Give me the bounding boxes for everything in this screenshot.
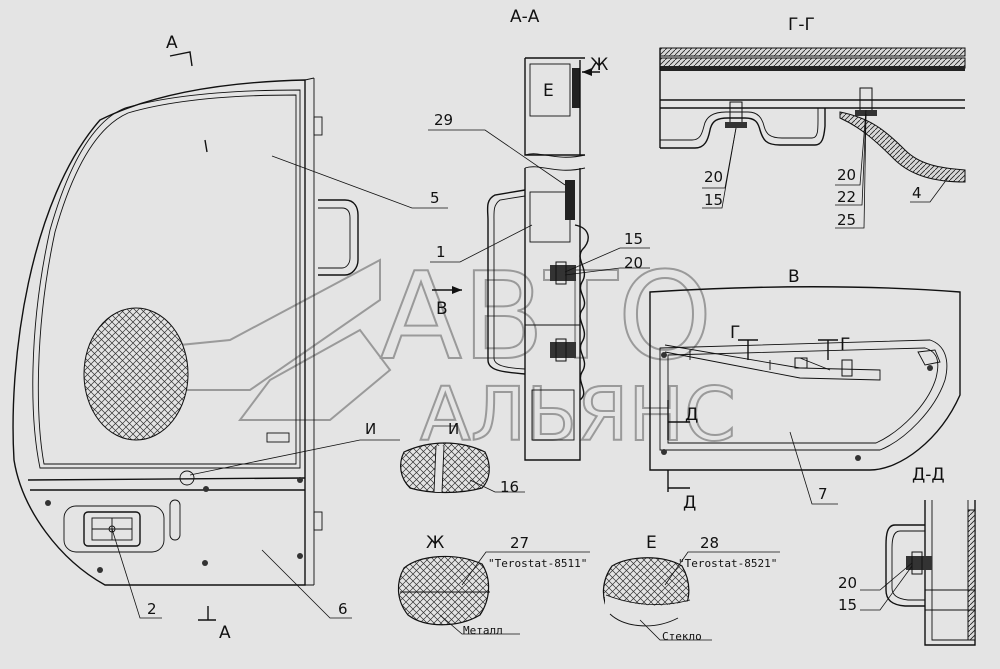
callout-2: 2 [147,600,157,618]
note-terostat-8521: "Terostat-8521" [678,557,777,570]
note-metal: Металл [463,624,503,637]
note-glass: Стекло [662,630,702,643]
callout-16: 16 [500,478,519,496]
door-front-view [12,51,359,621]
watermark: АВТО АЛЬЯНС [137,247,737,459]
label-zh-section: Ж [590,55,608,75]
callout-29: 29 [434,111,453,129]
callout-25-gg-right: 25 [837,211,856,229]
detail-e [602,557,692,640]
section-aa [432,57,600,461]
label-d-right: Д [683,493,696,513]
callout-7: 7 [818,485,828,503]
label-zh-detail: Ж [426,533,444,553]
view-b [649,286,961,492]
label-g-left: Г [730,323,740,343]
callout-28: 28 [700,534,719,552]
label-i-right: И [448,420,459,438]
section-aa-title: А-А [510,7,540,27]
callout-20-aa: 20 [624,254,643,272]
section-gg-title: Г-Г [788,15,815,35]
detail-zh [397,555,490,626]
section-a-top-label: А [166,33,178,53]
callout-15-dd: 15 [838,596,857,614]
callout-1: 1 [436,243,446,261]
detail-i-circle [83,307,189,441]
label-e-section: Е [543,81,554,101]
note-terostat-8511: "Terostat-8511" [488,557,587,570]
label-i-left: И [365,420,376,438]
label-e-detail: Е [646,533,657,553]
watermark-line1: АВТО [380,248,712,387]
label-d-left: Д [685,405,698,425]
callout-15-aa: 15 [624,230,643,248]
section-a-bottom-label: А [219,623,231,643]
callout-6: 6 [338,600,348,618]
view-b-label: В [788,267,800,287]
watermark-line2: АЛЬЯНС [420,372,736,458]
label-b-arrow: В [436,299,448,319]
callout-20-dd: 20 [838,574,857,592]
section-gg [659,47,966,183]
callout-20-gg-right: 20 [837,166,856,184]
callout-5: 5 [430,189,440,207]
label-g-right: Г [840,335,850,355]
section-dd-title: Д-Д [912,465,945,485]
callout-20-gg-left: 20 [704,168,723,186]
callout-15-gg-left: 15 [704,191,723,209]
section-dd [885,500,976,646]
detail-i [400,442,490,494]
callout-4: 4 [912,184,922,202]
callout-22-gg-right: 22 [837,188,856,206]
callout-27: 27 [510,534,529,552]
